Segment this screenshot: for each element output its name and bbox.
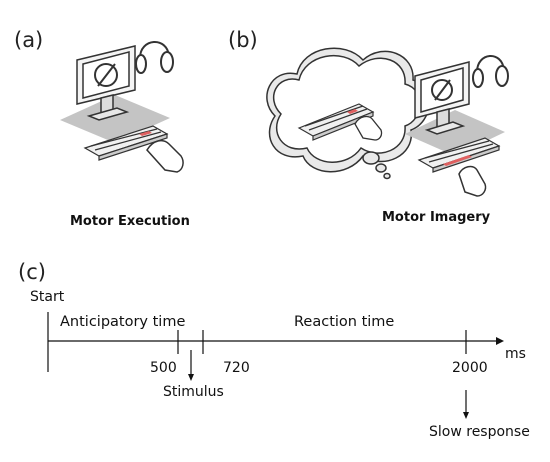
monitor-icon [76,45,136,121]
motor-execution-illustration [60,41,184,173]
panel-b-label: (b) [228,28,258,52]
stimulus-arrowhead [188,374,194,381]
hand-icon [458,165,487,197]
tick-label-2000: 2000 [452,360,488,376]
motor-execution-caption: Motor Execution [70,214,190,229]
keyboard-icon [417,137,501,173]
keyboard-icon [83,125,169,161]
monitor-icon [414,61,470,135]
stimulus-label: Stimulus [163,384,224,400]
reaction-time-label: Reaction time [294,314,395,330]
timeline-arrowhead [496,337,504,345]
slow-response-label: Slow response [429,424,530,440]
hand-icon [146,139,184,173]
anticipatory-time-label: Anticipatory time [60,314,186,330]
headphones-icon [135,41,174,74]
tick-label-500: 500 [150,360,177,376]
desk-shadow [405,110,505,156]
desk-shadow [60,95,170,143]
motor-imagery-caption: Motor Imagery [382,210,491,225]
imagined-hand-icon [354,115,383,141]
headphones-icon [472,55,509,88]
motor-imagery-illustration [266,47,509,197]
slow-response-arrowhead [463,412,469,419]
timeline-start-label: Start [30,289,65,305]
panel-a-label: (a) [14,28,44,52]
time-unit-label: ms [505,346,526,362]
tick-label-720: 720 [223,360,250,376]
panel-c-label: (c) [18,260,46,284]
